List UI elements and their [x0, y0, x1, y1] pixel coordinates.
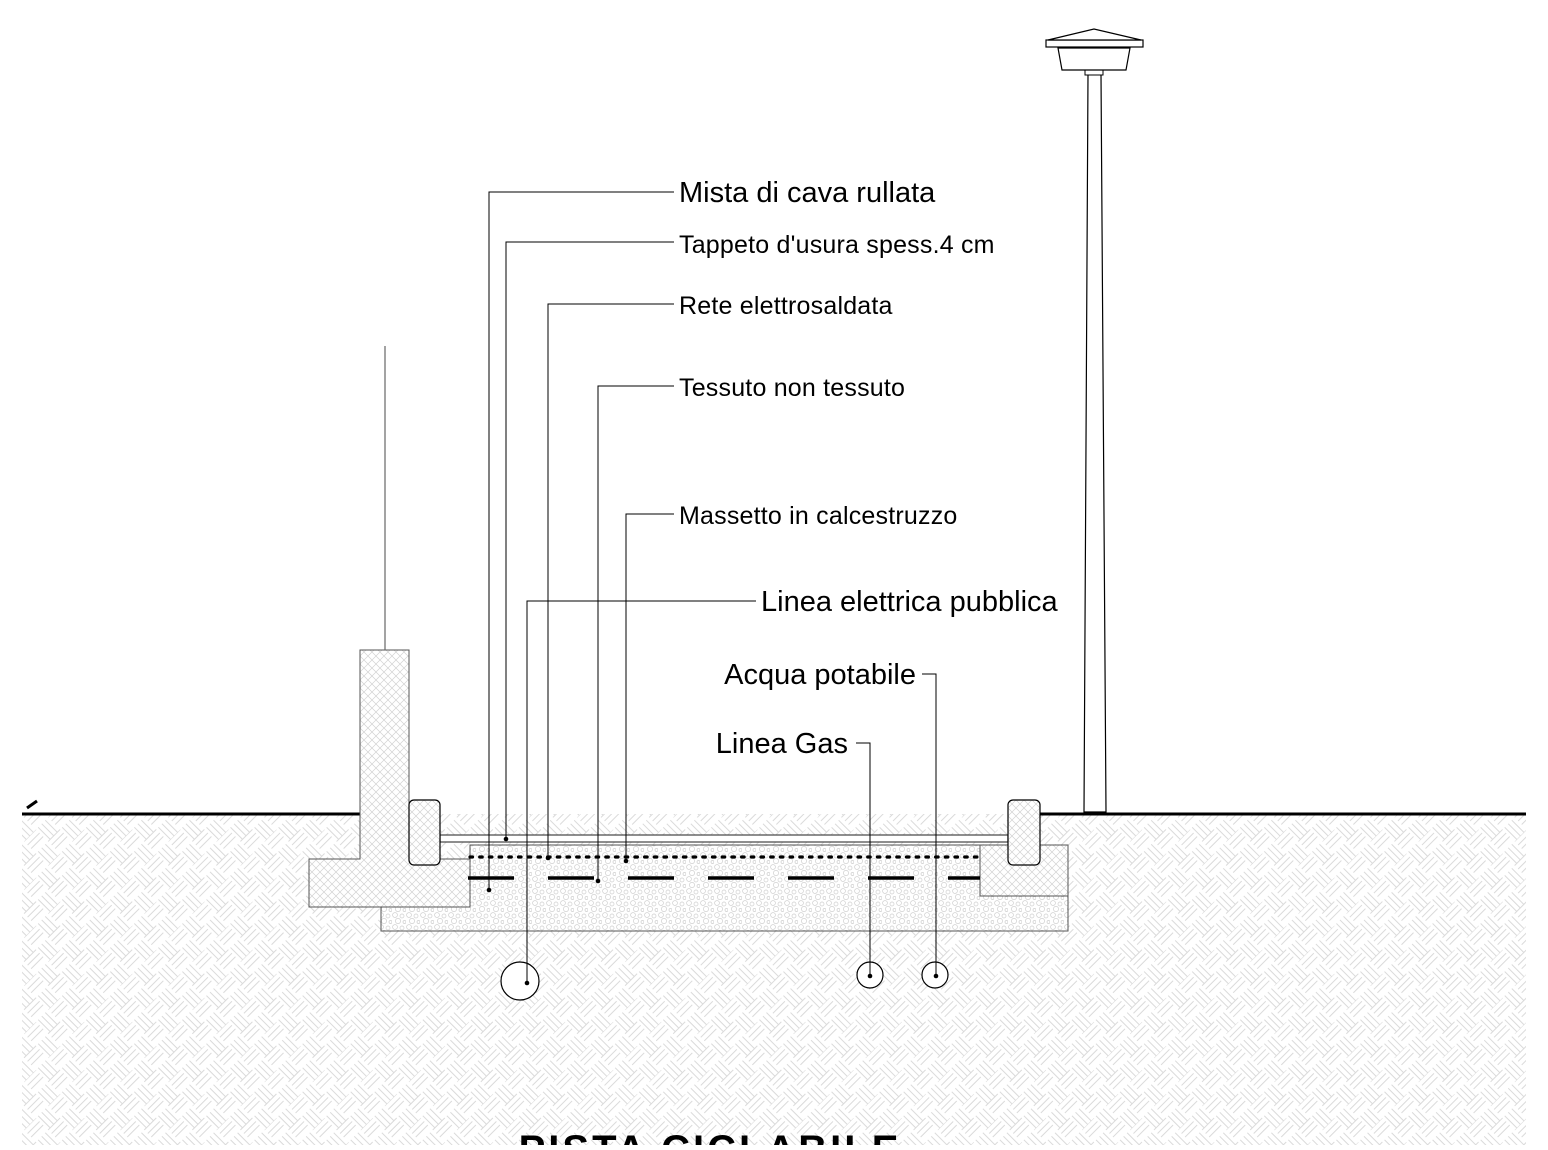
diagram-title: PISTA CICLABILE [519, 1128, 902, 1145]
label-linea-elettrica: Linea elettrica pubblica [761, 586, 1059, 618]
street-lamp [1045, 28, 1144, 813]
label-rete-elettrosaldata: Rete elettrosaldata [679, 292, 893, 320]
asphalt-layer [439, 834, 1009, 843]
leader-dots [486, 836, 939, 986]
right-curb [1007, 799, 1041, 866]
break-mark [26, 799, 38, 810]
left-retaining-curb [308, 649, 471, 908]
electric-conduit [500, 961, 540, 1001]
left-curb [408, 799, 441, 866]
label-mista-di-cava: Mista di cava rullata [679, 177, 936, 209]
leader-lines [488, 191, 937, 983]
label-acqua-potabile: Acqua potabile [724, 659, 916, 691]
label-linea-gas: Linea Gas [716, 728, 848, 760]
label-tessuto-non-tessuto: Tessuto non tessuto [679, 374, 905, 402]
label-massetto: Massetto in calcestruzzo [679, 502, 958, 530]
label-tappeto-usura: Tappeto d'usura spess.4 cm [679, 231, 995, 259]
